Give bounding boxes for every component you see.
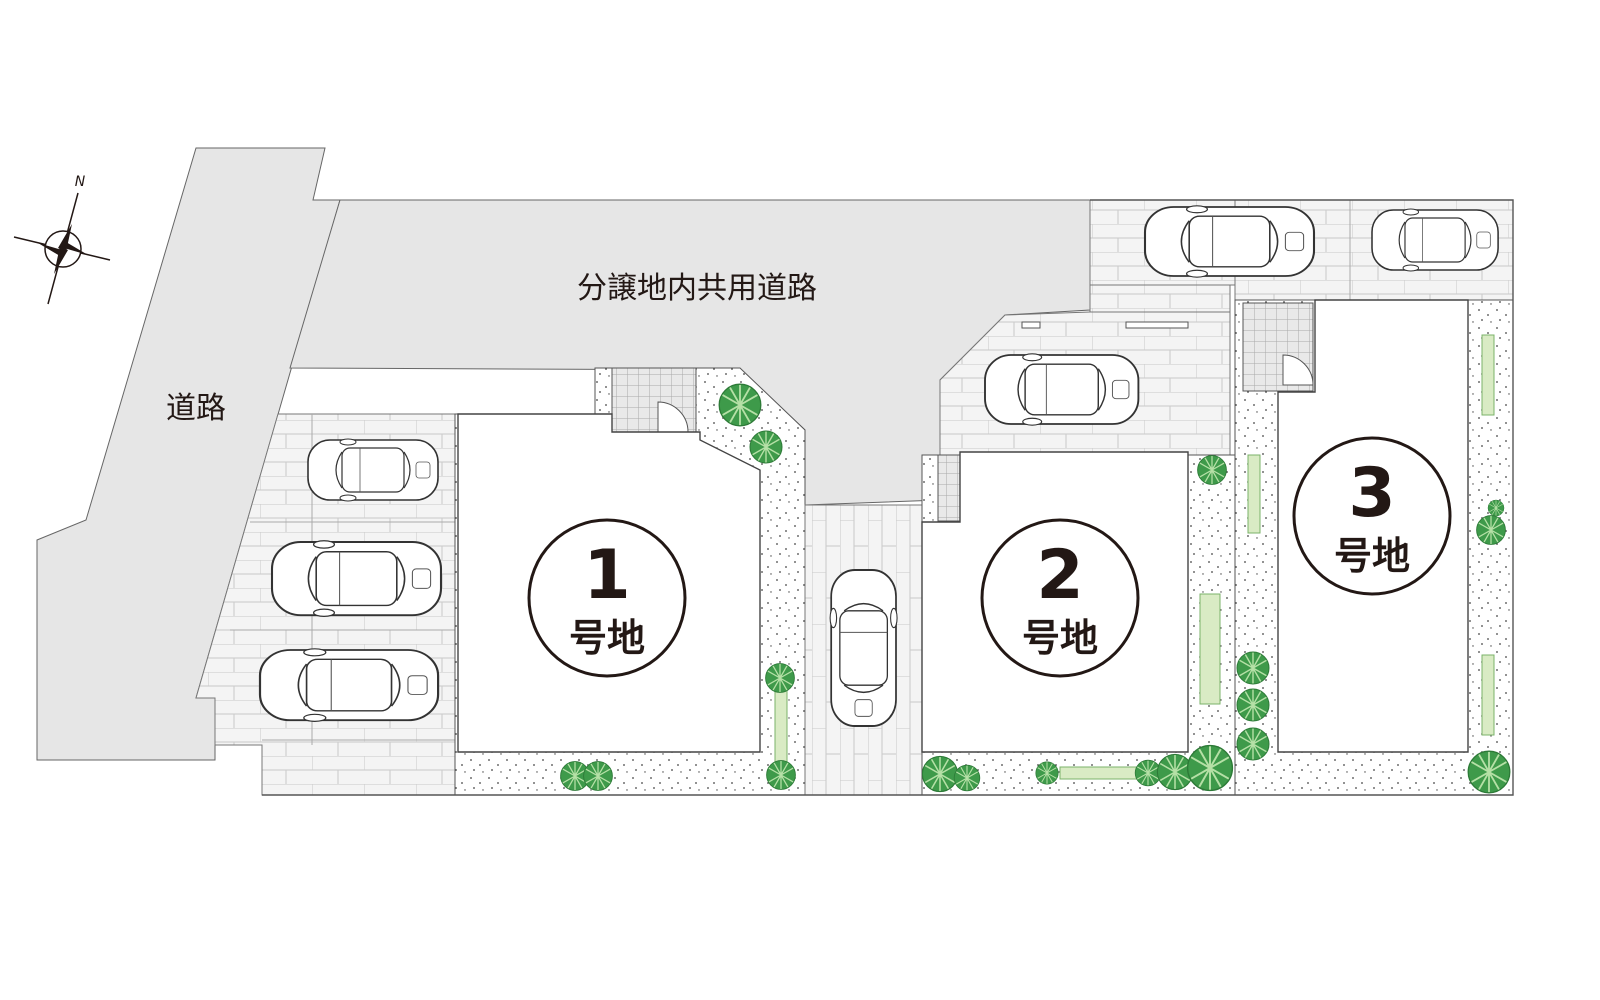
car [1143, 204, 1316, 279]
tree [1236, 651, 1270, 685]
tree [1186, 744, 1234, 792]
tree [1196, 454, 1228, 486]
tree [1487, 499, 1505, 517]
compass-icon [13, 192, 111, 305]
compass-north-label: N [75, 174, 86, 190]
lot-number: 2 [1036, 536, 1083, 615]
tree [582, 760, 614, 792]
tree [749, 430, 783, 464]
tree [718, 383, 762, 427]
car [1371, 208, 1499, 272]
tree [921, 755, 959, 793]
car [829, 569, 899, 727]
tree [1236, 727, 1270, 761]
hedge [1059, 766, 1141, 780]
hedge [1481, 334, 1495, 416]
hedge [774, 687, 788, 769]
shared-road-label: 分譲地内共用道路 [577, 271, 817, 306]
car [258, 647, 440, 723]
car [307, 438, 439, 502]
lot-suffix: 号地 [1334, 534, 1410, 578]
tree [953, 764, 981, 792]
hedge [1481, 654, 1495, 736]
lot-marker-2: 2 号地 [980, 518, 1140, 678]
car [270, 539, 443, 618]
tree [764, 662, 796, 694]
tree [1035, 761, 1059, 785]
lot-marker-3: 3 号地 [1292, 436, 1452, 596]
tree [1467, 750, 1511, 794]
car [984, 352, 1140, 427]
tree [1475, 514, 1507, 546]
lot-number: 1 [583, 536, 630, 615]
lot-suffix: 号地 [1022, 616, 1098, 660]
tree [765, 759, 797, 791]
lot-marker-1: 1 号地 [527, 518, 687, 678]
lot-suffix: 号地 [569, 616, 645, 660]
central-driveway [804, 504, 924, 796]
lot-number: 3 [1348, 454, 1395, 533]
road-label: 道路 [166, 391, 226, 426]
hedge [1199, 593, 1221, 705]
hedge [1247, 454, 1261, 534]
tree [1236, 688, 1270, 722]
